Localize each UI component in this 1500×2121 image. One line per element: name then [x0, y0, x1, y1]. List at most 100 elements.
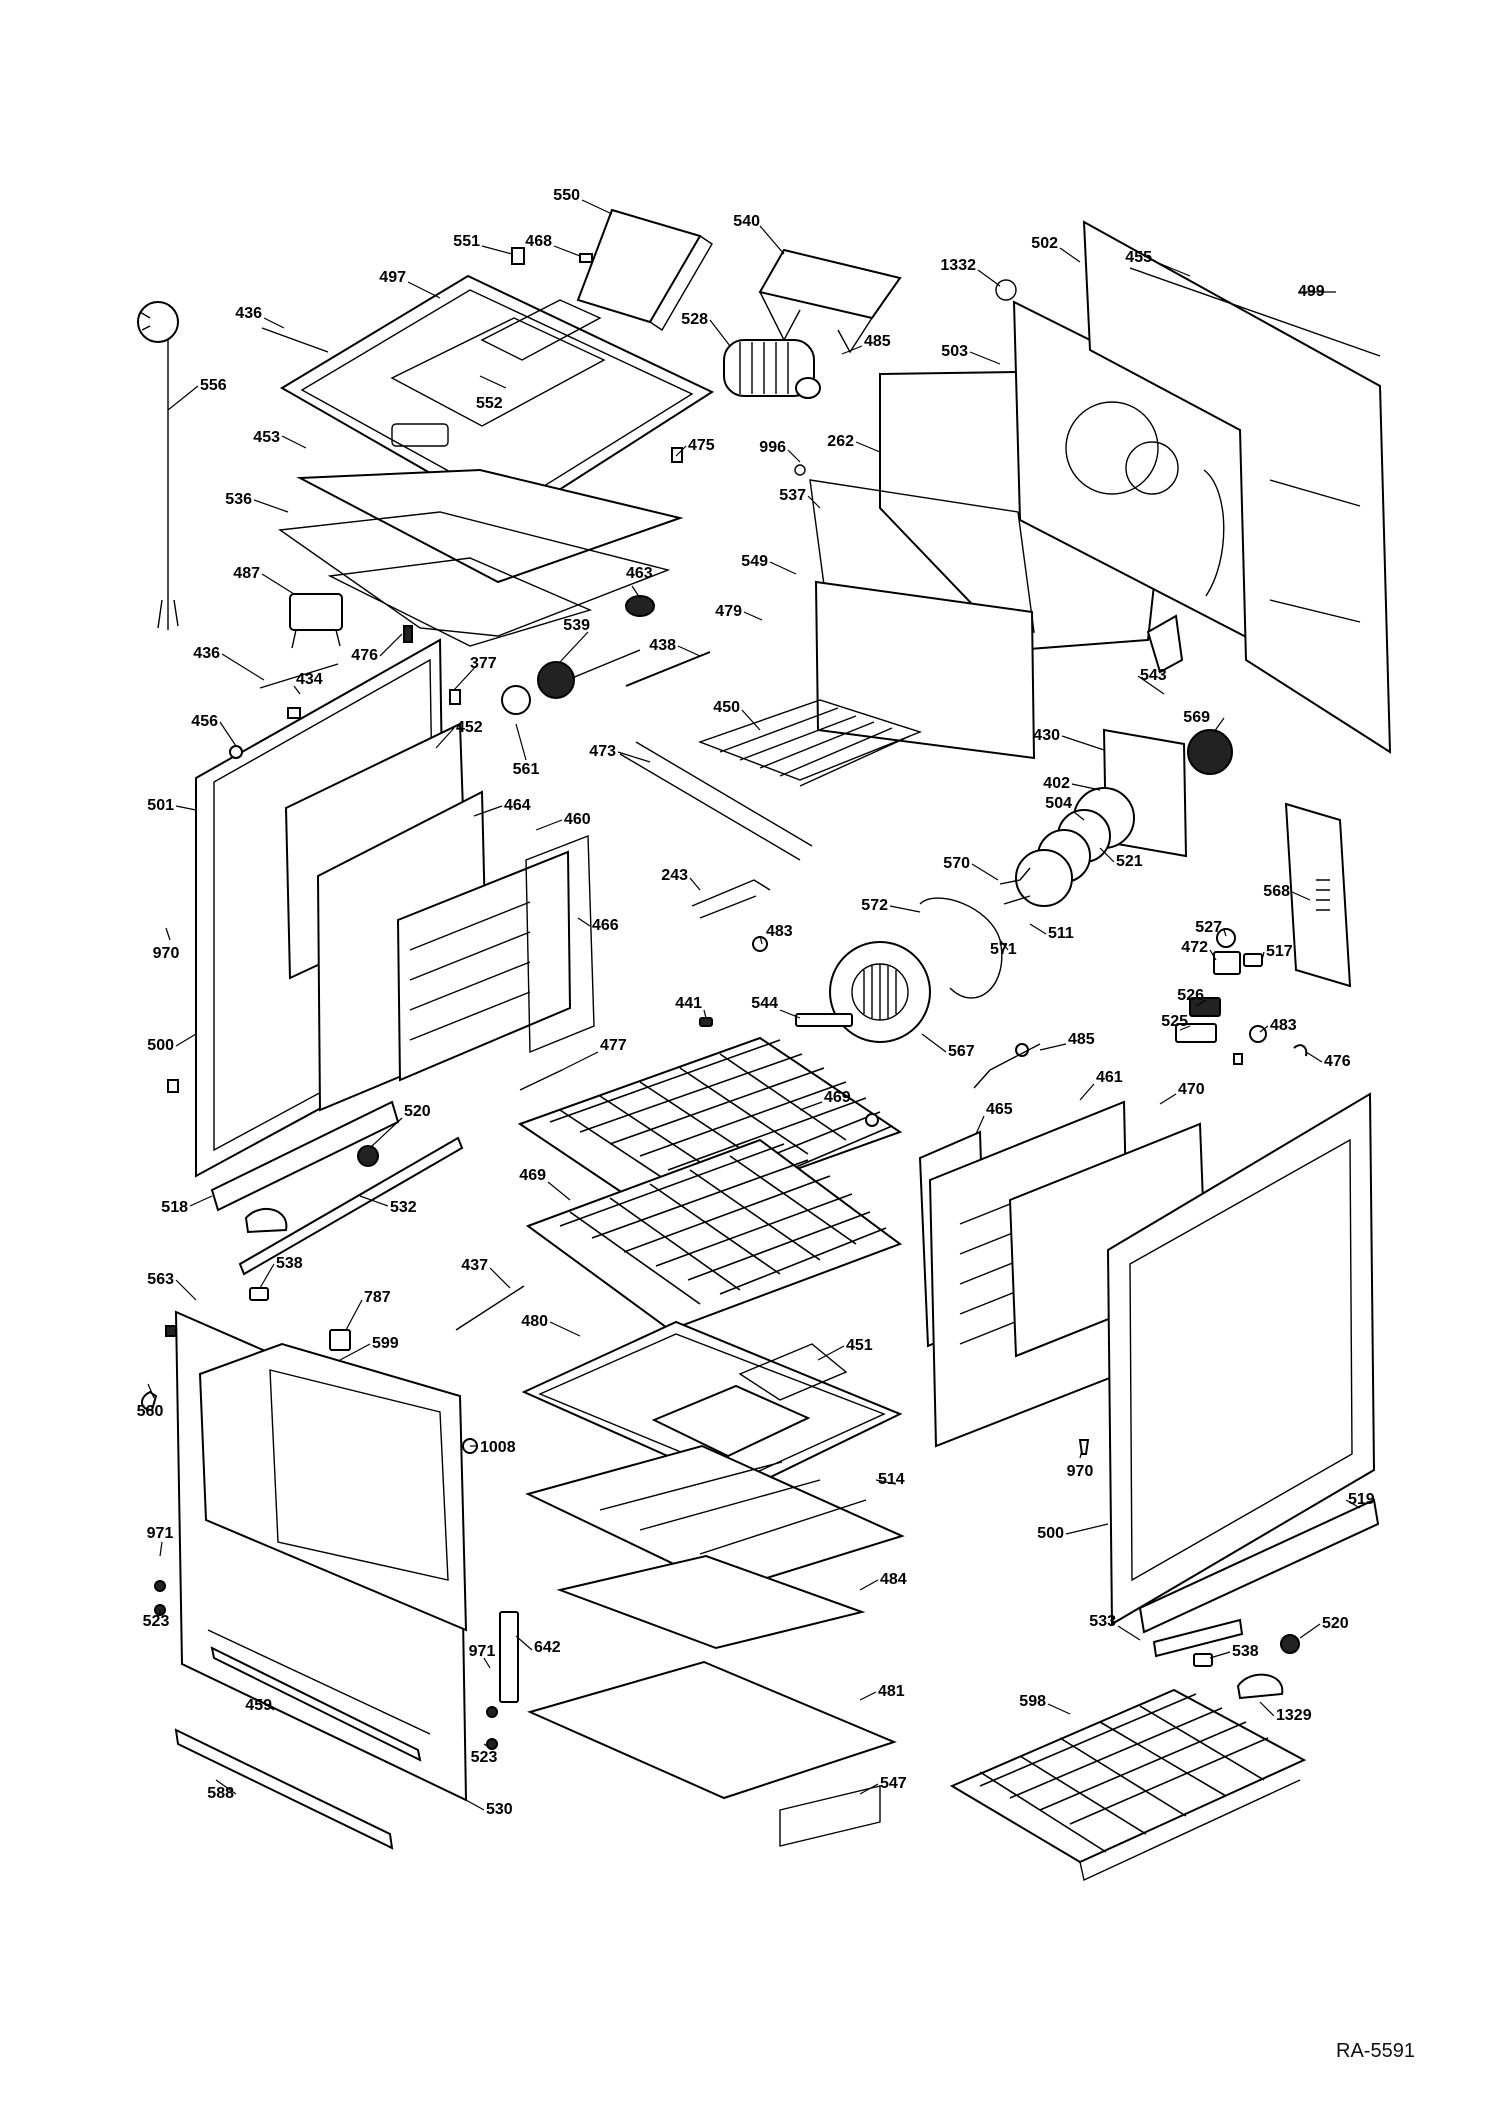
part-label-472: 472: [1181, 939, 1208, 956]
part-label-377: 377: [470, 655, 497, 672]
bottom-rack-part: [949, 1688, 1307, 1882]
part-label-511: 511: [1048, 925, 1074, 942]
part-label-470: 470: [1178, 1081, 1205, 1098]
part-label-466: 466: [592, 917, 619, 934]
part-label-1332: 1332: [940, 257, 976, 274]
part-label-568: 568: [1263, 883, 1290, 900]
oven-rack-upper: [517, 1036, 903, 1220]
part-label-262: 262: [827, 433, 854, 450]
insulation-layers-part: [278, 468, 684, 647]
part-label-460: 460: [564, 811, 591, 828]
bracket-550-part: [576, 208, 713, 331]
part-label-520-right: 520: [1322, 1615, 1349, 1632]
part-label-500-right: 500: [1037, 1525, 1064, 1542]
part-label-480: 480: [521, 1313, 548, 1330]
part-label-787: 787: [364, 1289, 391, 1306]
right-hinge-rails: [1138, 1498, 1380, 1700]
part-label-497: 497: [379, 269, 406, 286]
part-label-540: 540: [733, 213, 760, 230]
part-label-599: 599: [372, 1335, 399, 1352]
part-label-502: 502: [1031, 235, 1058, 252]
part-label-539: 539: [563, 617, 590, 634]
part-label-537: 537: [779, 487, 806, 504]
part-label-485-lower: 485: [1068, 1031, 1095, 1048]
part-label-520-left: 520: [404, 1103, 431, 1120]
part-label-549: 549: [741, 553, 768, 570]
bake-element-part: [619, 699, 923, 861]
part-label-552: 552: [476, 395, 503, 412]
part-label-504: 504: [1045, 795, 1072, 812]
part-label-499: 499: [1298, 283, 1325, 300]
part-label-1329: 1329: [1276, 1707, 1312, 1724]
convection-fan-stack-part: [999, 728, 1233, 907]
part-label-588: 588: [207, 1785, 234, 1802]
part-label-461: 461: [1096, 1069, 1123, 1086]
part-label-551: 551: [453, 233, 480, 250]
part-label-517: 517: [1266, 943, 1293, 960]
part-label-243: 243: [661, 867, 688, 884]
part-label-453: 453: [253, 429, 280, 446]
part-label-477: 477: [600, 1037, 627, 1054]
part-label-538-right: 538: [1232, 1643, 1259, 1660]
part-label-996: 996: [759, 439, 786, 456]
part-label-476-lower: 476: [1324, 1053, 1351, 1070]
part-label-483-left: 483: [766, 923, 793, 940]
part-label-519: 519: [1348, 1491, 1375, 1508]
part-label-563: 563: [147, 1271, 174, 1288]
part-label-970-lower: 970: [1067, 1463, 1094, 1480]
part-label-469-lower: 469: [519, 1167, 546, 1184]
part-label-468: 468: [525, 233, 552, 250]
part-label-455: 455: [1125, 249, 1152, 266]
part-label-569: 569: [1183, 709, 1210, 726]
back-cover-part: [1082, 220, 1392, 754]
part-label-1008: 1008: [480, 1439, 516, 1456]
part-label-514: 514: [878, 1471, 905, 1488]
convection-motor-part: [501, 649, 641, 715]
part-label-483-right: 483: [1270, 1017, 1297, 1034]
part-label-456: 456: [191, 713, 218, 730]
bottom-rails-part: [174, 1646, 422, 1850]
part-label-527: 527: [1195, 919, 1222, 936]
part-label-550: 550: [553, 187, 580, 204]
screw-437-part: [455, 1285, 525, 1331]
right-fasteners: [865, 1043, 1308, 1455]
part-label-402: 402: [1043, 775, 1070, 792]
part-label-487: 487: [233, 565, 260, 582]
part-label-481: 481: [878, 1683, 905, 1700]
part-label-500-left: 500: [147, 1037, 174, 1054]
part-label-571: 571: [990, 941, 1017, 958]
part-label-469-upper: 469: [824, 1089, 851, 1106]
part-label-523-right: 523: [471, 1749, 498, 1766]
part-label-971-right: 971: [469, 1643, 496, 1660]
left-fasteners: [141, 1325, 498, 1750]
part-label-436-lower: 436: [193, 645, 220, 662]
part-label-567: 567: [948, 1043, 975, 1060]
drawing-reference-number: RA-5591: [1336, 2040, 1415, 2062]
part-label-543: 543: [1140, 667, 1167, 684]
leader-lines: [147, 199, 1361, 1811]
lower-plates-part: [525, 1444, 905, 1847]
part-label-459: 459: [245, 1697, 272, 1714]
switch-487-part: [289, 593, 343, 649]
part-label-598: 598: [1019, 1693, 1046, 1710]
top-panel-part: [280, 274, 715, 522]
grommet-463-part: [625, 595, 655, 617]
part-number-labels: 550 540 551 468 497 436 528 485 1332 502…: [137, 187, 1375, 1818]
part-label-438: 438: [649, 637, 676, 654]
part-label-464: 464: [504, 797, 531, 814]
part-label-441: 441: [675, 995, 702, 1012]
part-label-523-left: 523: [143, 1613, 170, 1630]
oven-frame-part: [174, 1310, 519, 1802]
part-label-475: 475: [688, 437, 715, 454]
part-label-465: 465: [986, 1101, 1013, 1118]
housing-540-part: [758, 248, 902, 354]
part-label-971-left: 971: [147, 1525, 174, 1542]
part-label-642: 642: [534, 1639, 561, 1656]
part-label-536: 536: [225, 491, 252, 508]
part-label-451: 451: [846, 1337, 873, 1354]
part-label-518: 518: [161, 1199, 188, 1216]
part-label-485-upper: 485: [864, 333, 891, 350]
part-label-970-upper: 970: [153, 945, 180, 962]
side-duct-part: [1284, 802, 1352, 988]
